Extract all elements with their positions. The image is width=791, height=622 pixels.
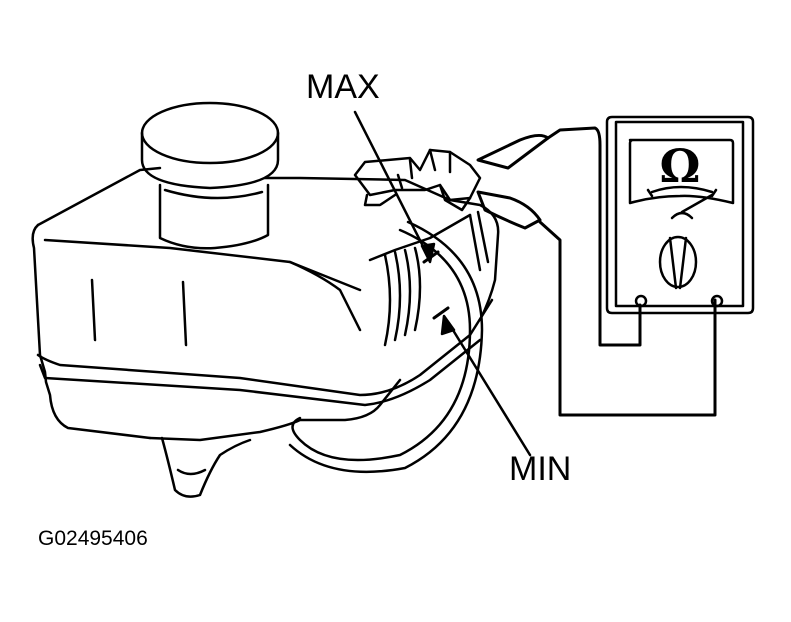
float-switch-connector [353, 148, 482, 212]
max-leader-line [353, 110, 432, 262]
min-leader-line [446, 320, 532, 457]
max-level-label: MAX [306, 68, 380, 106]
terminal-negative [634, 294, 648, 308]
lower-probe [476, 190, 542, 230]
meter-needle [680, 193, 714, 214]
ohm-symbol: Ω [660, 139, 701, 193]
meter-display [628, 138, 735, 205]
fluid-reservoir [31, 166, 500, 498]
filler-cap [140, 101, 280, 250]
range-selector-knob [658, 235, 698, 289]
figure-code: G02495406 [38, 527, 148, 550]
terminal-positive [710, 294, 724, 308]
test-leads [476, 126, 717, 417]
leader-lines [353, 110, 532, 457]
ohmmeter: Ω [605, 115, 755, 315]
min-level-label: MIN [509, 450, 572, 488]
min-arrowhead [440, 314, 456, 336]
upper-probe [476, 133, 550, 170]
